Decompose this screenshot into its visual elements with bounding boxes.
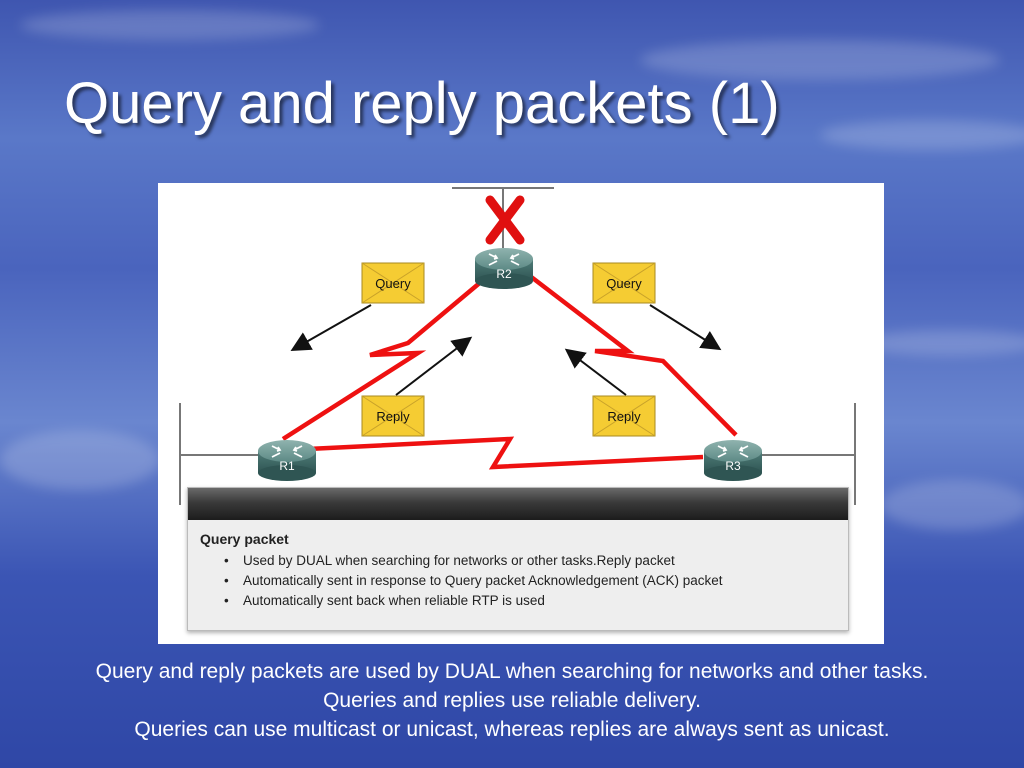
info-bullet: Used by DUAL when searching for networks…	[218, 551, 723, 571]
router-r3: R3	[704, 440, 762, 481]
router-r2: R2	[475, 248, 533, 289]
reply-envelope-left-label: Reply	[376, 409, 410, 424]
link-r1-r3	[307, 436, 704, 470]
query-envelope-left: Query	[361, 262, 425, 304]
query-arrow-right	[649, 304, 722, 351]
info-bullet: Automatically sent back when reliable RT…	[218, 591, 723, 611]
router-r3-label: R3	[725, 459, 741, 473]
router-r1: R1	[258, 440, 316, 481]
slide-caption: Query and reply packets are used by DUAL…	[0, 657, 1024, 744]
info-bullet: Automatically sent in response to Query …	[218, 571, 723, 591]
background-sea-glare	[0, 430, 160, 490]
info-panel-header-bar	[188, 488, 848, 520]
background-sea-glare	[880, 480, 1024, 530]
query-envelope-right: Query	[592, 262, 656, 304]
diagram-canvas: R2 R1 R3	[179, 187, 856, 505]
link-r2-r1	[281, 274, 490, 441]
reply-arrow-left	[395, 336, 473, 396]
caption-line-2: Queries and replies use reliable deliver…	[323, 689, 701, 712]
slide-title: Query and reply packets (1)	[64, 71, 780, 136]
query-arrow-left	[290, 304, 372, 351]
info-panel: Query packet Used by DUAL when searching…	[187, 487, 849, 631]
router-r1-label: R1	[279, 459, 295, 473]
caption-line-1: Query and reply packets are used by DUAL…	[95, 660, 929, 683]
background-cloud	[860, 330, 1024, 356]
background-cloud	[20, 10, 320, 40]
reply-envelope-right-label: Reply	[607, 409, 641, 424]
router-r2-label: R2	[496, 267, 512, 281]
query-envelope-left-label: Query	[375, 276, 411, 291]
caption-line-3: Queries can use multicast or unicast, wh…	[134, 718, 890, 741]
reply-envelope-left: Reply	[361, 395, 425, 437]
reply-arrow-right	[564, 348, 627, 396]
info-panel-bullets: Used by DUAL when searching for networks…	[218, 551, 723, 611]
query-envelope-right-label: Query	[606, 276, 642, 291]
link-r2-r3	[528, 274, 738, 437]
reply-envelope-right: Reply	[592, 395, 656, 437]
network-diagram: R2 R1 R3	[158, 183, 884, 644]
background-cloud	[640, 40, 1000, 80]
link-failure-icon	[485, 195, 525, 245]
info-panel-heading: Query packet	[200, 531, 289, 547]
background-cloud	[820, 120, 1024, 150]
